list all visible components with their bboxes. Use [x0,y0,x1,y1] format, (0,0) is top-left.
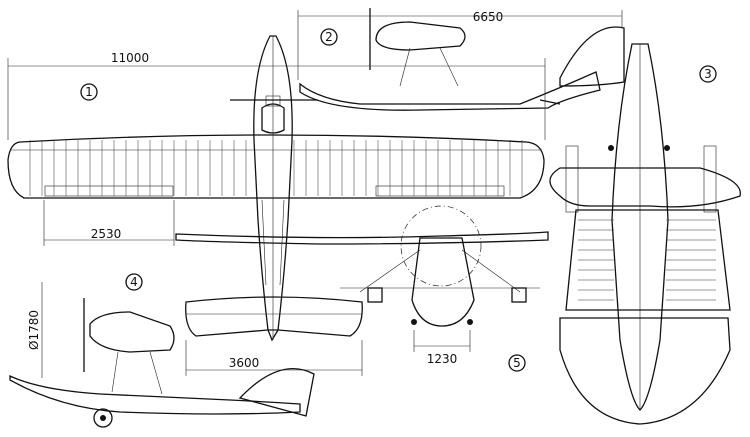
side-view [299,8,625,111]
nacelle-lower [89,311,175,353]
dimension-labels: 11000 6650 2530 3600 1230 Ø1780 [27,10,503,370]
dimension-lines [7,10,623,378]
fin-lower [238,367,315,417]
hull-side-lower [9,374,301,415]
cockpit [261,103,285,134]
tailplane-top [185,296,363,337]
view-number-2: 2 [325,30,333,44]
fuselage-top [253,35,293,342]
view-number-5: 5 [513,356,521,370]
view-number-4: 4 [130,275,138,289]
left-aileron [44,185,174,197]
engine-nacelle [375,21,466,51]
tailplane-span-dimension: 3600 [229,356,260,370]
right-aileron [375,185,505,197]
side-view-lower [9,298,315,428]
prop-disc [400,205,482,287]
beaching-wheel [93,408,113,428]
top-view [7,35,545,342]
aileron-span-dimension: 2530 [91,227,122,241]
view-number-1: 1 [85,85,93,99]
hull-side [299,71,601,111]
upper-wing-front [175,231,549,245]
front-view [175,205,549,327]
float-track-dimension: 1230 [427,352,458,366]
tailplane-underside [559,317,731,425]
wingspan-dimension: 11000 [111,51,149,65]
view-number-3: 3 [704,67,712,81]
underside-view [549,43,741,425]
wing-underside [549,167,741,208]
underside-ribs [578,219,716,301]
propeller-diameter-dimension: Ø1780 [27,310,41,350]
fin-rudder [559,26,625,87]
sponson-planform [565,209,731,311]
wing-ribs [29,140,523,196]
view-labels: 1 2 3 4 5 [80,28,717,372]
hull-front [411,237,475,327]
wing-planform [7,134,545,199]
length-dimension: 6650 [473,10,504,24]
